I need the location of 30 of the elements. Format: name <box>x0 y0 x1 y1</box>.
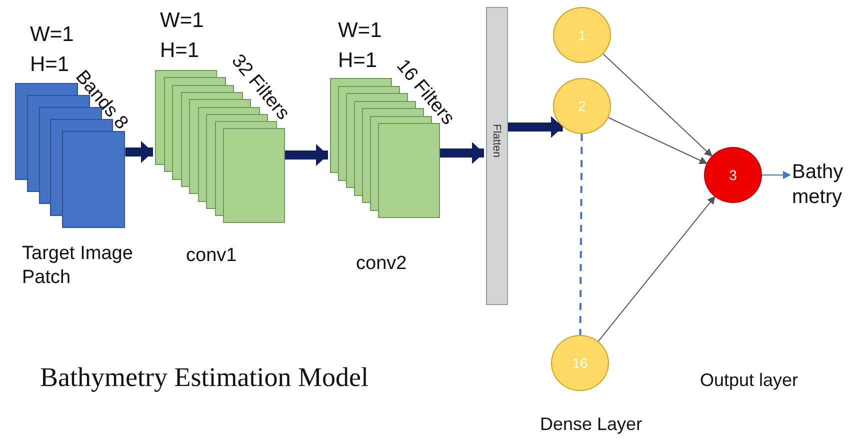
layer-annotation: W=1 <box>160 8 204 34</box>
flatten-layer-bar <box>486 7 508 305</box>
layer-annotation: H=1 <box>160 38 200 64</box>
arrow <box>608 117 708 164</box>
neuron-circle <box>704 147 762 203</box>
layer-annotation: Target Image Patch <box>22 242 134 290</box>
diagram-caption: Bathymetry Estimation Model <box>40 362 368 393</box>
block-arrow <box>125 141 153 163</box>
layer-label: Dense Layer <box>540 414 642 435</box>
neuron-number: 1 <box>578 27 586 43</box>
block-arrow <box>440 142 484 164</box>
layer-label: Flatten <box>492 124 502 158</box>
layer-annotation: W=1 <box>338 18 382 44</box>
neuron-number: 2 <box>578 98 586 114</box>
layer-annotation: conv1 <box>186 244 237 268</box>
output-label: Bathy metry <box>792 160 852 210</box>
layer-annotation: conv2 <box>356 252 407 276</box>
layer-label: Output layer <box>700 370 798 391</box>
neuron-number: 16 <box>572 355 588 371</box>
arrow <box>602 54 712 157</box>
layer-annotation: W=1 <box>30 22 74 48</box>
block-arrow <box>285 144 328 166</box>
layer-annotation: H=1 <box>338 48 378 74</box>
neuron-number: 3 <box>729 167 737 183</box>
layer-annotation: H=1 <box>30 52 70 78</box>
neuron-circle <box>553 78 611 134</box>
arrow <box>762 171 791 179</box>
arrow <box>598 196 716 342</box>
block-arrow <box>508 116 563 138</box>
dashed-connector <box>579 134 583 335</box>
